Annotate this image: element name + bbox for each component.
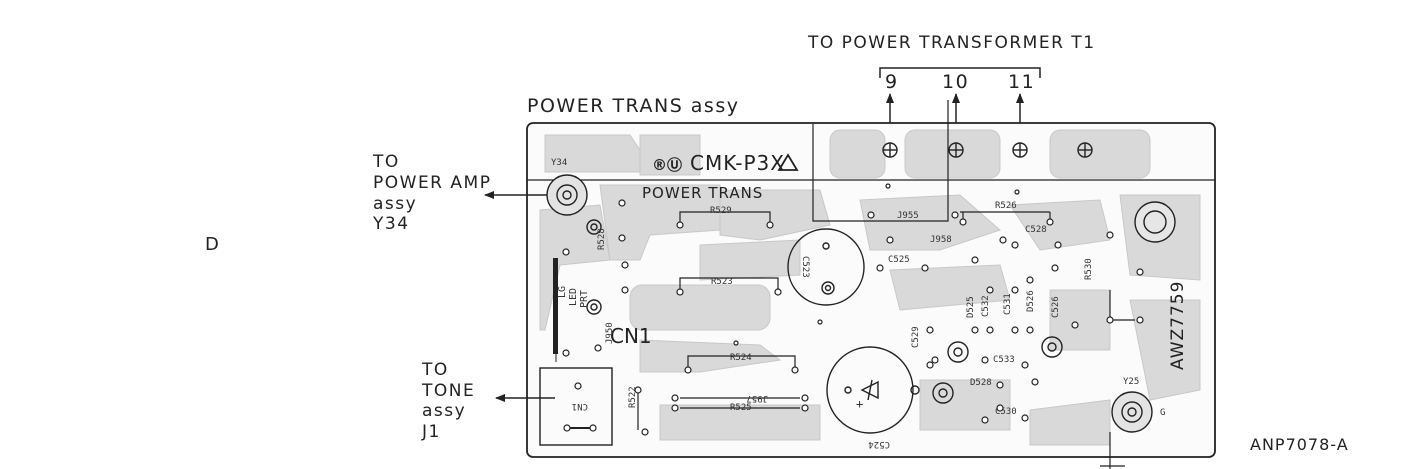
transformer-terminals [882,142,1093,158]
section-label: POWER TRANS [642,184,763,202]
cn1-label: CN1 [610,324,652,348]
tone-label-name: TONE [421,381,475,401]
power-amp-label-name: POWER AMP [373,173,491,193]
label-r523: R523 [711,277,733,287]
ul-logo: ®Ⓤ [652,156,682,174]
transformer-lead-outline [812,100,949,222]
cmk-label: CMK-P3X [690,151,785,175]
drawing-code: ANP7078-A [1250,435,1349,454]
tone-label-to: TO [421,360,449,380]
led-label-prt: PRT [579,290,590,308]
tone-label-assy: assy [422,401,466,421]
power-amp-label-y34: Y34 [372,214,410,234]
capacitor-c523 [787,228,865,306]
tone-connector [539,367,613,446]
label-c532: C532 [981,295,991,317]
pin-label-9: 9 [885,71,899,93]
label-r525: R525 [730,403,752,413]
margin-letter: D [205,234,219,255]
power-amp-label-assy: assy [373,194,417,214]
mounting-hole-right [1134,201,1176,243]
label-r528-vert: R528 [597,228,607,250]
label-c524: C524 [868,439,890,449]
label-c530: C530 [995,407,1017,417]
y34-connector [546,174,588,216]
solder-pads [562,183,1144,436]
label-j958: J958 [930,235,952,245]
label-c529: C529 [911,326,921,348]
label-r524: R524 [730,353,752,363]
power-amp-label-to: TO [372,152,400,172]
transformer-label: TO POWER TRANSFORMER T1 [807,33,1096,53]
label-j957: J957 [746,393,768,403]
label-d526: D526 [1026,290,1036,312]
warning-triangle-icon [777,153,799,171]
tone-connector-pin [574,382,582,390]
label-cn1-small: CN1 [572,401,588,411]
label-y34-small: Y34 [551,158,567,168]
transformer-bracket [879,67,1041,78]
board-part-number: AWZ7759 [1168,281,1188,370]
label-r529: R529 [710,206,732,216]
label-j950: J950 [605,322,615,344]
label-j955: J955 [897,211,919,221]
copper-traces [539,129,1201,446]
round-parts [586,219,1063,404]
pin-label-11: 11 [1008,71,1035,93]
tone-label-j1: J1 [421,422,441,442]
label-y25: Y25 [1123,377,1139,387]
label-r526: R526 [995,201,1017,211]
led-label-lg: LG [557,286,568,298]
led-label-led: LED [568,288,579,306]
label-c533: C533 [993,355,1015,365]
pin-label-10: 10 [942,71,969,93]
label-c523: C523 [800,256,810,278]
label-d525: D525 [966,296,976,318]
plus-mark: + [856,397,863,411]
label-g: G [1160,408,1165,418]
label-c528: C528 [1025,225,1047,235]
label-r530: R530 [1084,258,1094,280]
label-d528: D528 [970,378,992,388]
y25-connector [1111,391,1153,433]
label-c526: C526 [1051,296,1061,318]
capacitor-c524 [826,346,920,434]
board-title: POWER TRANS assy [527,95,739,117]
label-c531: C531 [1003,293,1013,315]
label-r522: R522 [628,386,638,408]
label-c525: C525 [888,255,910,265]
